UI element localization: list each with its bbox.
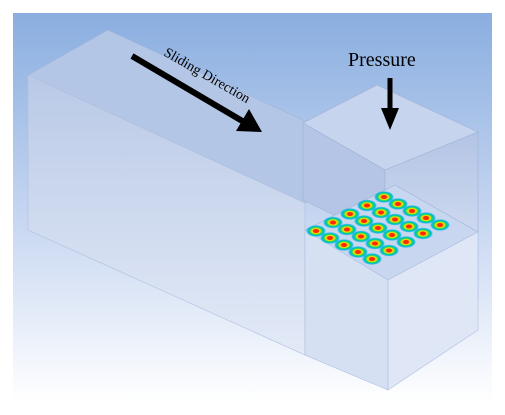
pressure-arrow-head — [381, 108, 399, 130]
contact-spot — [399, 220, 419, 233]
contact-spot — [357, 199, 377, 212]
sliding-arrow-head — [236, 109, 262, 132]
sliding-arrow-shaft — [130, 53, 246, 125]
contact-spot — [320, 232, 340, 244]
pressure-label: Pressure — [348, 49, 416, 71]
pressure-arrow — [381, 78, 399, 130]
contact-spot — [396, 236, 416, 248]
contact-spot — [323, 216, 343, 229]
contact-spot — [385, 213, 405, 226]
contact-spot — [306, 225, 326, 237]
contact-spot — [402, 205, 422, 217]
contact-pressure-grid — [306, 191, 450, 265]
contact-spot — [416, 212, 436, 224]
contact-spot — [334, 239, 354, 251]
contact-spot — [374, 191, 394, 203]
contact-spot — [388, 198, 408, 210]
contact-spot — [430, 219, 450, 231]
contact-base-side-face — [387, 231, 479, 391]
contact-spot — [362, 253, 382, 265]
contact-spot — [371, 206, 391, 219]
contact-spot — [365, 237, 385, 250]
contact-spot — [340, 208, 360, 220]
contact-spot — [413, 227, 433, 240]
contact-spot — [354, 215, 374, 227]
contact-spot — [379, 244, 399, 257]
contact-spot — [337, 223, 357, 236]
contact-spot — [351, 230, 371, 243]
contact-spot — [348, 246, 368, 258]
sliding-direction-arrow — [130, 53, 262, 132]
contact-spot — [368, 222, 388, 234]
contact-spot — [382, 229, 402, 241]
